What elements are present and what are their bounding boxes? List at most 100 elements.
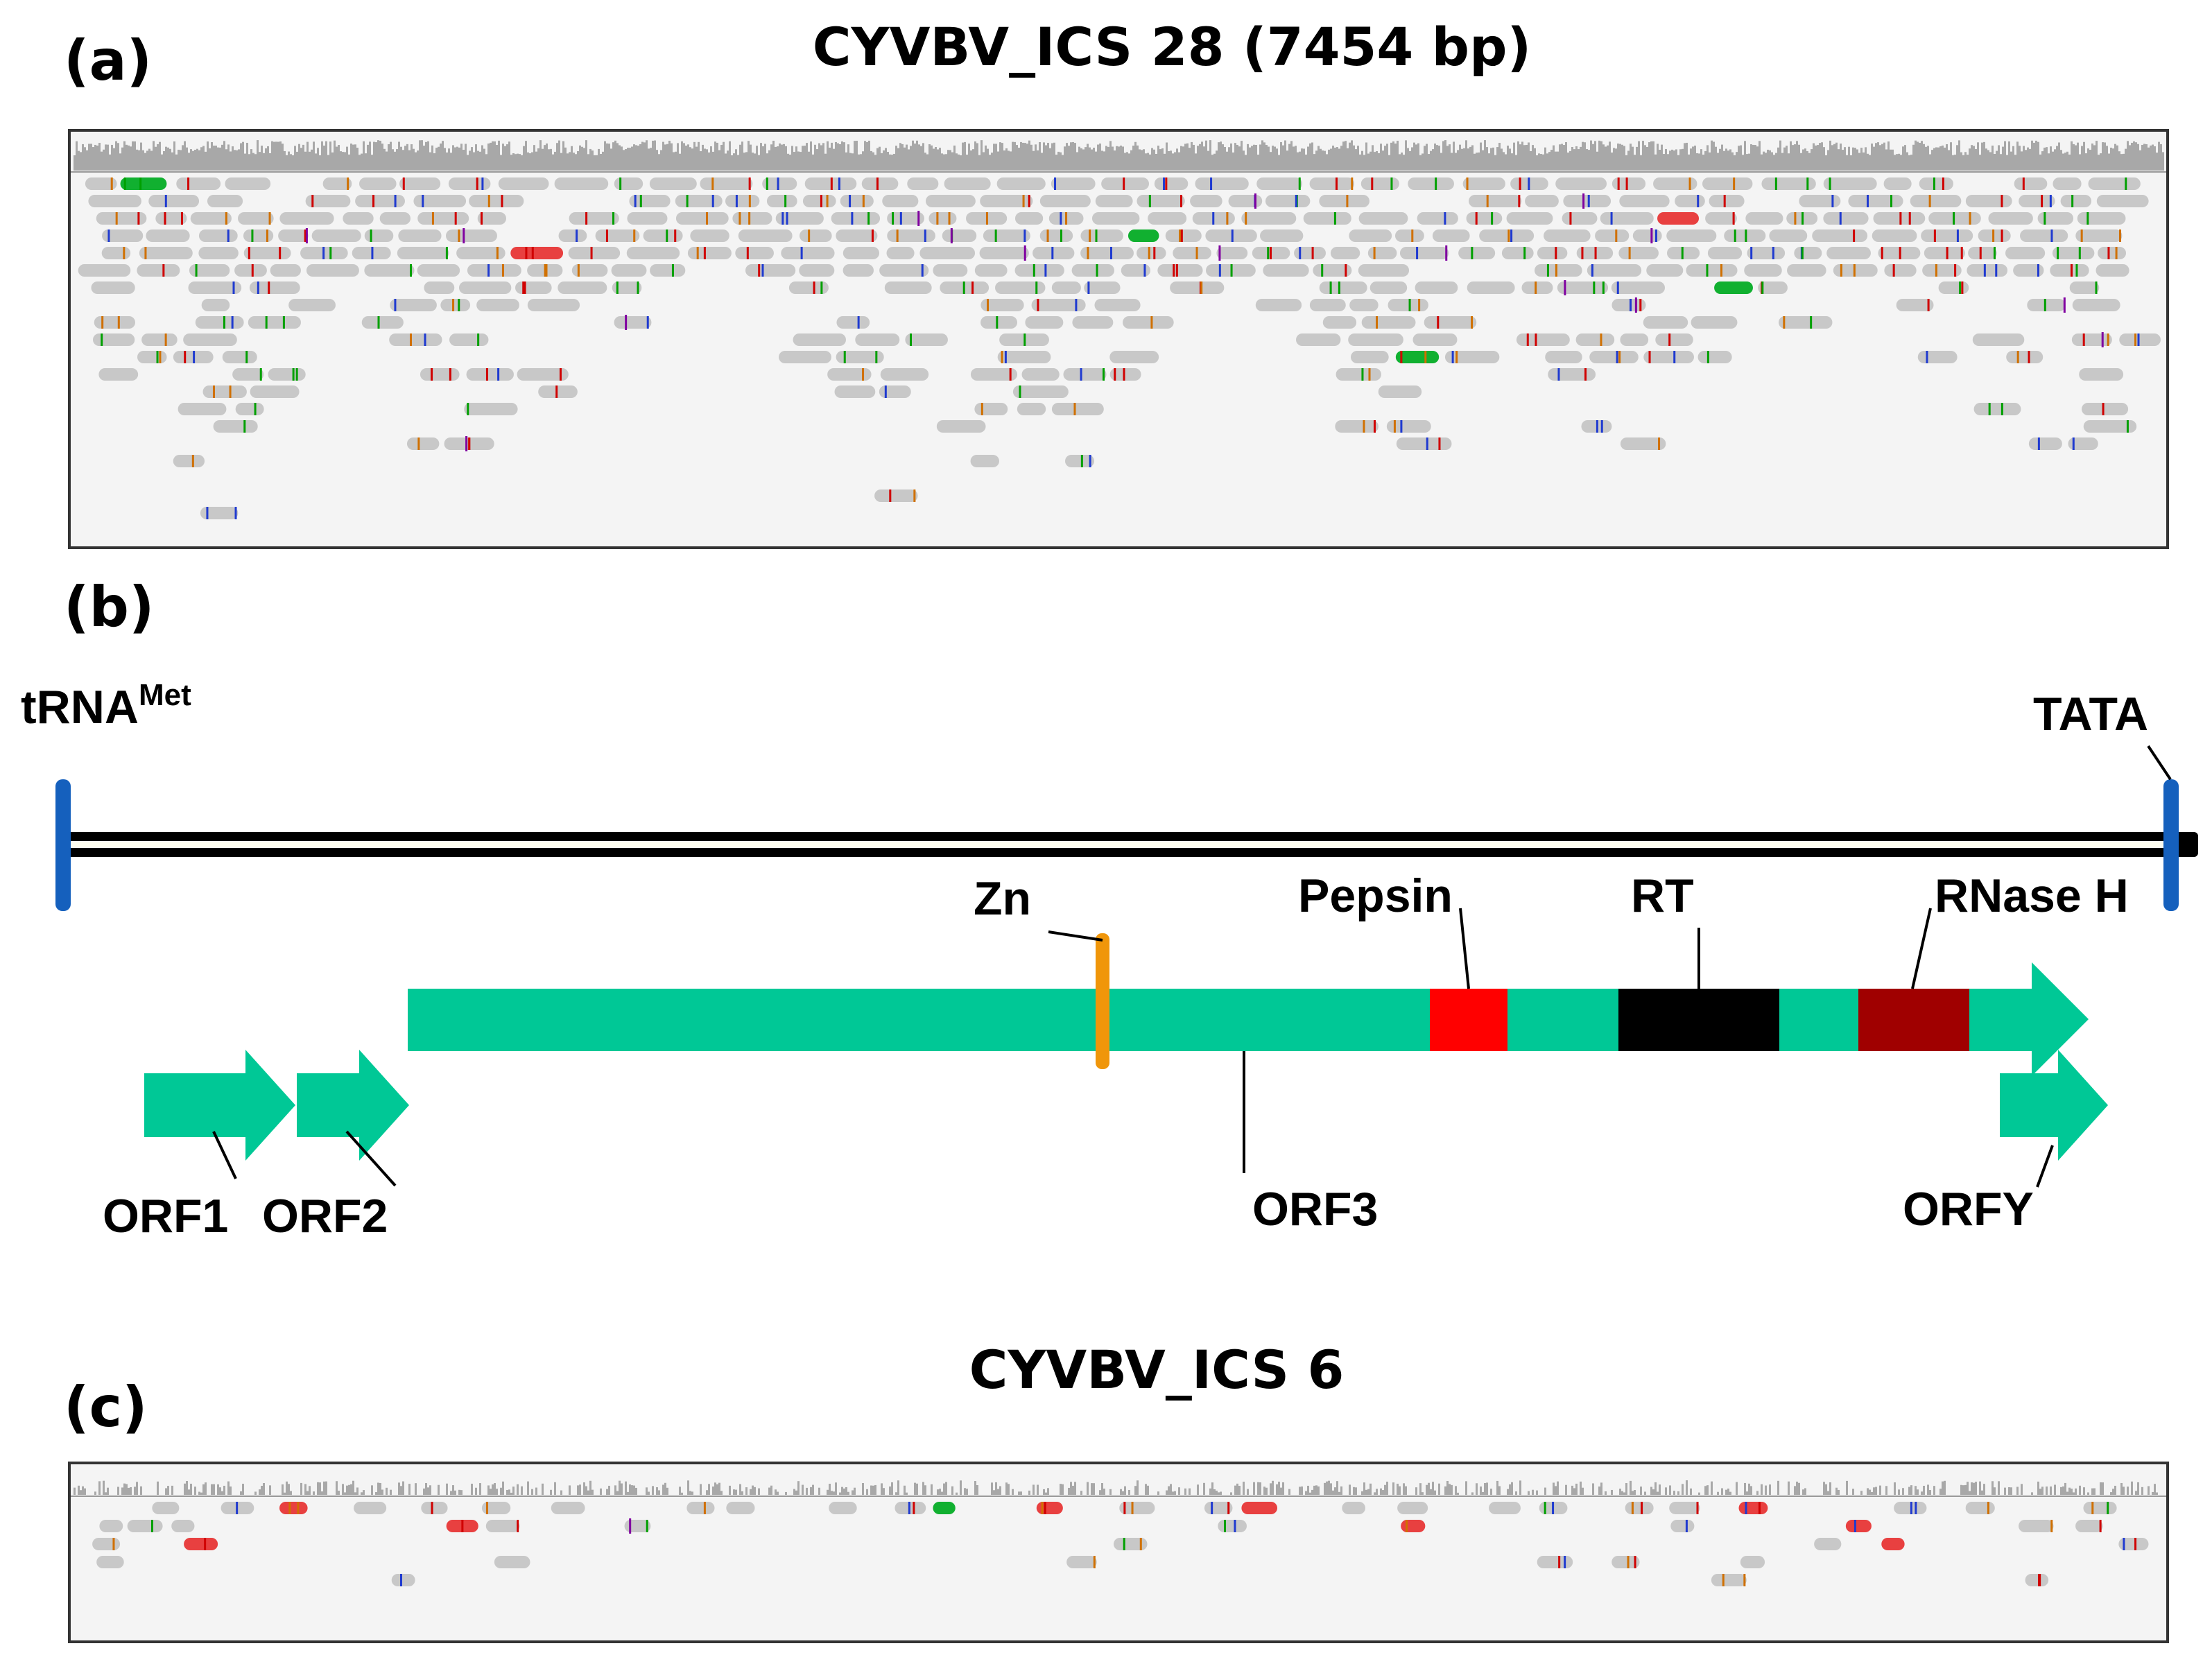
mismatch-mark	[800, 247, 803, 259]
read	[551, 1502, 585, 1514]
mismatch-mark	[1376, 316, 1379, 329]
mismatch-mark	[1212, 212, 1215, 225]
mismatch-mark	[424, 333, 426, 346]
mismatch-mark	[1892, 264, 1895, 277]
mismatch-mark	[1959, 281, 1962, 294]
mismatch-mark	[646, 316, 649, 329]
orfy-arrow	[2000, 1050, 2108, 1161]
mismatch-mark	[2043, 299, 2046, 311]
read	[1506, 212, 1553, 225]
mismatch-mark	[487, 195, 490, 207]
read	[1396, 437, 1452, 450]
mismatch-mark	[477, 333, 480, 346]
mismatch-mark	[849, 195, 852, 207]
read	[1190, 195, 1222, 207]
read	[1350, 351, 1389, 363]
mismatch-mark	[1627, 1556, 1630, 1568]
read	[1965, 195, 2012, 207]
read	[1489, 1502, 1521, 1514]
read	[726, 1502, 755, 1514]
mismatch-mark	[1630, 299, 1632, 311]
mismatch-mark	[1581, 247, 1584, 259]
mismatch-mark	[295, 368, 298, 381]
mismatch-mark	[1569, 212, 1572, 225]
read	[527, 299, 580, 311]
read	[2075, 1520, 2103, 1532]
read	[686, 1502, 715, 1514]
panel-a-title: CYVBV_ICS 28 (7454 bp)	[812, 16, 1532, 78]
panel-a-alignment-track	[68, 129, 2169, 549]
mismatch-mark	[2016, 351, 2019, 363]
read	[1319, 195, 1369, 207]
read	[1758, 281, 1788, 294]
mismatch-mark	[1899, 212, 1902, 225]
coverage-histogram	[74, 1480, 2158, 1495]
read	[305, 195, 351, 207]
mismatch-mark	[545, 264, 548, 277]
read	[96, 1556, 124, 1568]
read	[1039, 195, 1091, 207]
read	[1021, 368, 1060, 381]
mismatch-mark	[867, 212, 870, 225]
mismatch-mark	[1596, 420, 1598, 433]
mismatch-mark	[1060, 229, 1062, 242]
read	[886, 247, 915, 259]
read	[1051, 403, 1104, 415]
mismatch-mark	[639, 195, 642, 207]
read	[1358, 212, 1408, 225]
read	[843, 264, 874, 277]
read	[1555, 177, 1607, 190]
read	[1479, 229, 1535, 242]
mismatch-mark	[254, 403, 257, 415]
mismatch-mark	[1801, 212, 1804, 225]
read	[278, 229, 309, 242]
mismatch-mark	[1507, 229, 1510, 242]
read	[173, 455, 205, 467]
mismatch-mark	[1023, 229, 1026, 242]
read	[152, 1502, 180, 1514]
mismatch-mark	[1544, 1502, 1546, 1514]
mismatch-mark	[204, 1538, 207, 1550]
read	[745, 264, 796, 277]
mismatch-mark	[1361, 368, 1364, 381]
mismatch-mark	[2043, 212, 2046, 225]
read	[1294, 247, 1326, 259]
pepsin-domain	[1430, 989, 1507, 1051]
mismatch-mark	[1915, 1502, 1917, 1514]
mismatch-mark	[1927, 299, 1930, 311]
mismatch-mark	[1587, 195, 1590, 207]
mismatch-mark	[1044, 264, 1047, 277]
mismatch-mark	[481, 177, 484, 190]
mismatch-mark	[1983, 264, 1986, 277]
read	[1066, 1556, 1097, 1568]
mismatch-mark	[1988, 403, 1991, 415]
mismatch-mark	[259, 368, 262, 381]
read	[398, 229, 442, 242]
mismatch-mark	[431, 368, 433, 381]
mismatch-mark	[2107, 1502, 2109, 1514]
mismatch-mark	[1535, 333, 1537, 346]
mismatch-mark	[1153, 247, 1156, 259]
read	[139, 247, 193, 259]
insertion-mark	[463, 228, 465, 243]
read	[1263, 264, 1309, 277]
mismatch-mark	[1351, 177, 1354, 190]
mismatch-mark	[748, 177, 751, 190]
mismatch-mark	[1298, 177, 1301, 190]
mismatch-mark	[1600, 420, 1603, 433]
mismatch-mark	[994, 229, 997, 242]
read	[1154, 177, 1189, 190]
genome-map	[55, 745, 2198, 1188]
mismatch-mark	[913, 1502, 915, 1514]
read	[406, 437, 440, 450]
mismatch-mark	[187, 177, 190, 190]
mismatch-mark	[1810, 316, 1813, 329]
read	[171, 1520, 195, 1532]
mismatch-mark	[1761, 281, 1764, 294]
mismatch-mark	[449, 368, 451, 381]
mismatch-mark	[2075, 264, 2078, 277]
read	[1575, 333, 1615, 346]
read	[1669, 1502, 1700, 1514]
read	[1195, 177, 1249, 190]
mismatch-mark	[394, 299, 397, 311]
